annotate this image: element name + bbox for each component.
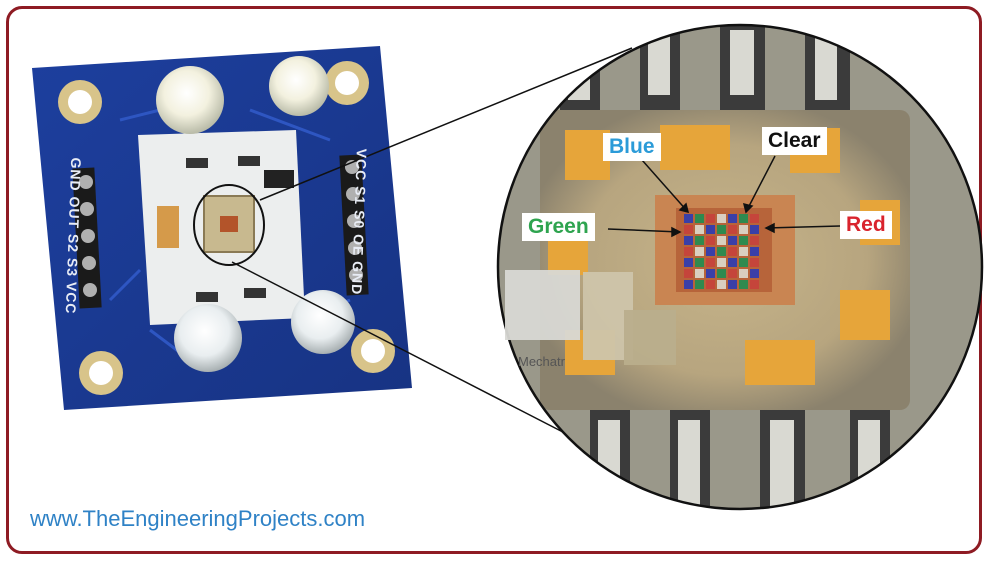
photodiode-cell bbox=[717, 214, 726, 223]
photodiode-cell bbox=[717, 280, 726, 289]
magnified-circle-outline bbox=[496, 23, 984, 511]
photodiode-cell bbox=[739, 214, 748, 223]
photodiode-cell bbox=[706, 280, 715, 289]
zoom-marker bbox=[193, 184, 265, 266]
header-pins-left bbox=[72, 167, 102, 309]
photodiode-array bbox=[684, 214, 759, 289]
photodiode-cell bbox=[706, 236, 715, 245]
photodiode-cell bbox=[739, 247, 748, 256]
photodiode-cell bbox=[750, 236, 759, 245]
photodiode-cell bbox=[717, 236, 726, 245]
photodiode-cell bbox=[684, 258, 693, 267]
photodiode-cell bbox=[750, 280, 759, 289]
photodiode-cell bbox=[695, 269, 704, 278]
photodiode-cell bbox=[706, 258, 715, 267]
watermark-text: www.TheEngineeringProjects.com bbox=[30, 506, 366, 531]
photodiode-cell bbox=[706, 225, 715, 234]
photodiode-cell bbox=[695, 247, 704, 256]
photodiode-cell bbox=[728, 236, 737, 245]
photodiode-cell bbox=[717, 269, 726, 278]
zoom-line-bottom bbox=[231, 261, 593, 448]
led bbox=[156, 66, 224, 134]
label-blue: Blue bbox=[603, 133, 661, 161]
mounting-hole bbox=[79, 351, 123, 395]
label-green: Green bbox=[522, 213, 595, 241]
sensor-chip bbox=[203, 195, 255, 253]
regulator bbox=[264, 170, 294, 188]
photodiode-cell bbox=[750, 214, 759, 223]
led bbox=[269, 56, 329, 116]
photodiode-cell bbox=[684, 269, 693, 278]
capacitor bbox=[157, 206, 179, 248]
photodiode-cell bbox=[684, 214, 693, 223]
photodiode-cell bbox=[750, 269, 759, 278]
photodiode-cell bbox=[706, 269, 715, 278]
photodiode-cell bbox=[728, 247, 737, 256]
led bbox=[174, 304, 242, 372]
photodiode-cell bbox=[695, 225, 704, 234]
label-clear: Clear bbox=[762, 127, 827, 155]
photodiode-cell bbox=[750, 225, 759, 234]
blurred-text: Mechatr bbox=[518, 354, 565, 369]
mounting-hole bbox=[58, 80, 102, 124]
label-arrows bbox=[607, 155, 841, 238]
photodiode-cell bbox=[695, 258, 704, 267]
photodiode-cell bbox=[684, 225, 693, 234]
label-red: Red bbox=[840, 211, 892, 239]
photodiode-cell bbox=[739, 225, 748, 234]
photodiode-cell bbox=[684, 247, 693, 256]
photodiode-cell bbox=[695, 236, 704, 245]
photodiode-cell bbox=[706, 214, 715, 223]
photodiode-cell bbox=[728, 280, 737, 289]
photodiode-cell bbox=[695, 214, 704, 223]
photodiode-cell bbox=[750, 247, 759, 256]
photodiode-cell bbox=[739, 236, 748, 245]
photodiode-cell bbox=[684, 280, 693, 289]
photodiode-cell bbox=[706, 247, 715, 256]
photodiode-cell bbox=[717, 247, 726, 256]
photodiode-cell bbox=[739, 258, 748, 267]
led bbox=[291, 290, 355, 354]
zoom-line-top bbox=[259, 47, 633, 201]
photodiode-cell bbox=[695, 280, 704, 289]
blur-patch bbox=[624, 310, 676, 365]
pcb-board bbox=[32, 46, 412, 410]
mounting-hole bbox=[351, 329, 395, 373]
photodiode-cell bbox=[728, 225, 737, 234]
photodiode-cell bbox=[728, 269, 737, 278]
photodiode-cell bbox=[750, 258, 759, 267]
photodiode-cell bbox=[739, 280, 748, 289]
mounting-hole bbox=[325, 61, 369, 105]
photodiode-cell bbox=[739, 269, 748, 278]
blur-patch bbox=[505, 270, 580, 340]
photodiode-cell bbox=[728, 214, 737, 223]
photodiode-cell bbox=[728, 258, 737, 267]
photodiode-cell bbox=[717, 258, 726, 267]
photodiode-cell bbox=[684, 236, 693, 245]
photodiode-cell bbox=[717, 225, 726, 234]
header-pins-right bbox=[339, 154, 369, 296]
